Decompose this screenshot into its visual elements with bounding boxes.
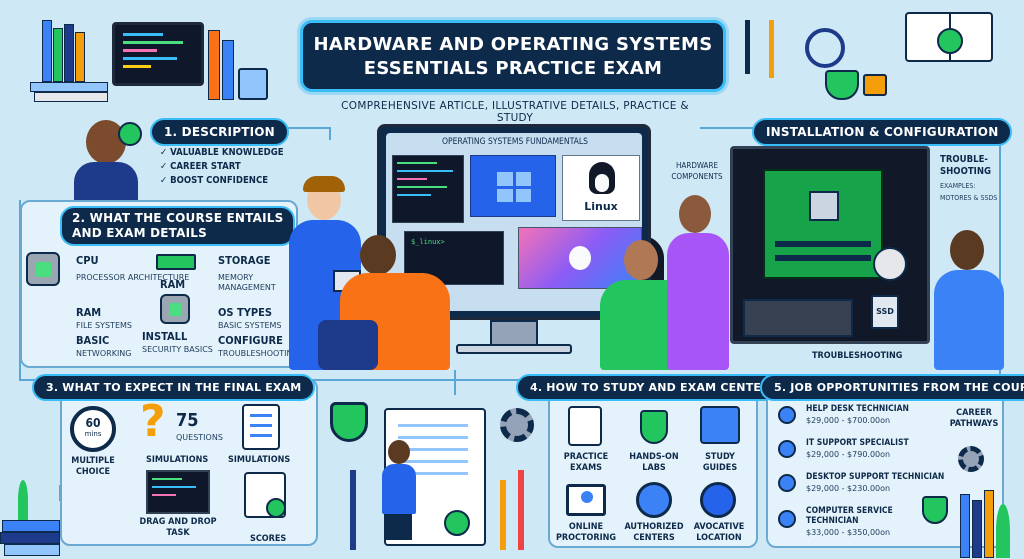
books-decoration-stand xyxy=(208,30,268,102)
apple-logo-icon xyxy=(569,246,591,270)
topic-storage: STORAGE MEMORY MANAGEMENT xyxy=(218,254,276,292)
books-decoration-right xyxy=(922,490,1012,559)
windows-logo-icon xyxy=(497,172,531,202)
online-proctoring-icon xyxy=(566,484,606,516)
books-decoration-left xyxy=(30,20,110,102)
description-item: ✓ BOOST CONFIDENCE xyxy=(160,175,269,186)
description-item: ✓ CAREER START xyxy=(160,161,241,172)
topic-ram: RAM xyxy=(160,278,186,291)
troubleshooting-bottom-label: TROUBLESHOOTING xyxy=(812,351,903,361)
authorized-centers-icon xyxy=(636,482,672,518)
lock-icon xyxy=(863,74,887,96)
technician xyxy=(930,230,1010,370)
simulations-label-2: SIMULATIONS xyxy=(228,455,291,465)
student-standing xyxy=(665,195,735,370)
install-chip-icon xyxy=(160,294,190,324)
practice-exams-icon xyxy=(568,406,602,446)
ram-icon xyxy=(156,254,196,270)
check-icon: ✓ xyxy=(160,175,171,186)
simulations-label-1: SIMULATIONS xyxy=(146,455,209,465)
linux-window: Linux xyxy=(562,155,640,221)
cpu-icon xyxy=(26,252,60,286)
final-exam-heading: 3. WHAT TO EXPECT IN THE FINAL EXAM xyxy=(32,374,316,401)
page-title: HARDWARE AND OPERATING SYSTEMS ESSENTIAL… xyxy=(300,20,726,92)
course-heading: 2. WHAT THE COURSE ENTAILS AND EXAM DETA… xyxy=(60,206,296,246)
tux-penguin-icon xyxy=(589,162,615,194)
page-title-line1: HARDWARE AND OPERATING SYSTEMS xyxy=(313,34,713,55)
technician-avatar-icon xyxy=(778,474,796,492)
study-heading: 4. HOW TO STUDY AND EXAM CENTERS xyxy=(516,374,792,401)
hardware-components-label: HARDWARE COMPONENTS xyxy=(671,161,723,181)
scores-doc-icon xyxy=(244,472,286,518)
monitor-title: OPERATING SYSTEMS FUNDAMENTALS xyxy=(442,137,588,147)
multiple-choice-label: MULTIPLE CHOICE xyxy=(71,456,115,477)
jobs-heading: 5. JOB OPPORTUNITIES FROM THE COURSE xyxy=(760,374,1024,401)
gear-icon xyxy=(500,408,534,442)
person-with-document xyxy=(380,440,420,540)
topic-ram-files: RAM FILE SYSTEMS xyxy=(76,306,132,330)
desk-chair xyxy=(318,320,378,370)
topic-basic-networking: BASIC NETWORKING xyxy=(76,334,132,358)
books-plant-decoration xyxy=(0,480,60,559)
technician-avatar-icon xyxy=(778,406,796,424)
drag-drop-label: DRAG AND DROP TASK xyxy=(139,517,217,538)
pathways-gear-icon xyxy=(958,446,984,472)
cpu-socket xyxy=(809,191,839,221)
description-item: ✓ VALUABLE KNOWLEDGE xyxy=(160,147,284,158)
monitor-base xyxy=(456,344,572,354)
code-monitor-icon xyxy=(112,22,204,86)
topic-install: INSTALL SECURITY BASICS xyxy=(142,330,213,354)
page-title-line2: ESSENTIALS PRACTICE EXAM xyxy=(363,58,663,79)
shield-check-icon xyxy=(825,70,859,100)
screwdrivers-decoration xyxy=(340,470,540,550)
globe-location-icon xyxy=(700,482,736,518)
question-mark-icon: ? xyxy=(140,396,166,447)
study-guide-book-icon xyxy=(700,406,740,444)
description-list: ✓ VALUABLE KNOWLEDGE ✓ CAREER START ✓ BO… xyxy=(160,146,284,188)
terminal-prompt: $_linux> xyxy=(411,238,445,246)
shield-check-icon xyxy=(922,496,948,524)
topic-cpu: CPU PROCESSOR ARCHITECTURE xyxy=(76,254,190,282)
windows-window xyxy=(470,155,556,217)
pc-tower: SSD xyxy=(730,146,930,344)
hard-drive-icon xyxy=(873,247,907,281)
motherboard xyxy=(763,169,883,279)
linux-label: Linux xyxy=(584,200,618,213)
check-badge-icon xyxy=(118,122,142,146)
macos-window xyxy=(518,227,642,289)
flask-icon xyxy=(640,410,668,444)
open-book-icon xyxy=(905,12,993,62)
technician-avatar-icon xyxy=(778,510,796,528)
ssd-drive: SSD xyxy=(871,295,899,329)
questions-count: 75 xyxy=(176,410,199,431)
monitor-stand xyxy=(490,320,538,346)
power-supply xyxy=(743,299,853,337)
check-icon: ✓ xyxy=(160,161,171,172)
checklist-icon xyxy=(242,404,280,450)
check-icon: ✓ xyxy=(160,147,171,158)
page-subtitle: COMPREHENSIVE ARTICLE, ILLUSTRATIVE DETA… xyxy=(341,100,689,124)
code-window xyxy=(392,155,464,223)
troubleshooting-label: TROUBLE- SHOOTING EXAMPLES: MOTORES & SS… xyxy=(940,154,998,202)
topic-os-types: OS TYPES BASIC SYSTEMS xyxy=(218,306,282,330)
technician-avatar-icon xyxy=(778,440,796,458)
questions-label: QUESTIONS xyxy=(176,433,223,442)
scores-label: SCORES xyxy=(250,534,287,544)
timer-icon: 60 mins xyxy=(70,406,116,452)
security-shield-icon xyxy=(330,402,368,442)
tools-decoration xyxy=(745,20,895,100)
drag-drop-window xyxy=(146,470,210,514)
installation-heading: INSTALLATION & CONFIGURATION xyxy=(752,118,1013,146)
topic-configure: CONFIGURE TROUBLESHOOTING xyxy=(218,334,299,358)
check-circle-icon xyxy=(444,510,470,536)
description-heading: 1. DESCRIPTION xyxy=(150,118,289,146)
